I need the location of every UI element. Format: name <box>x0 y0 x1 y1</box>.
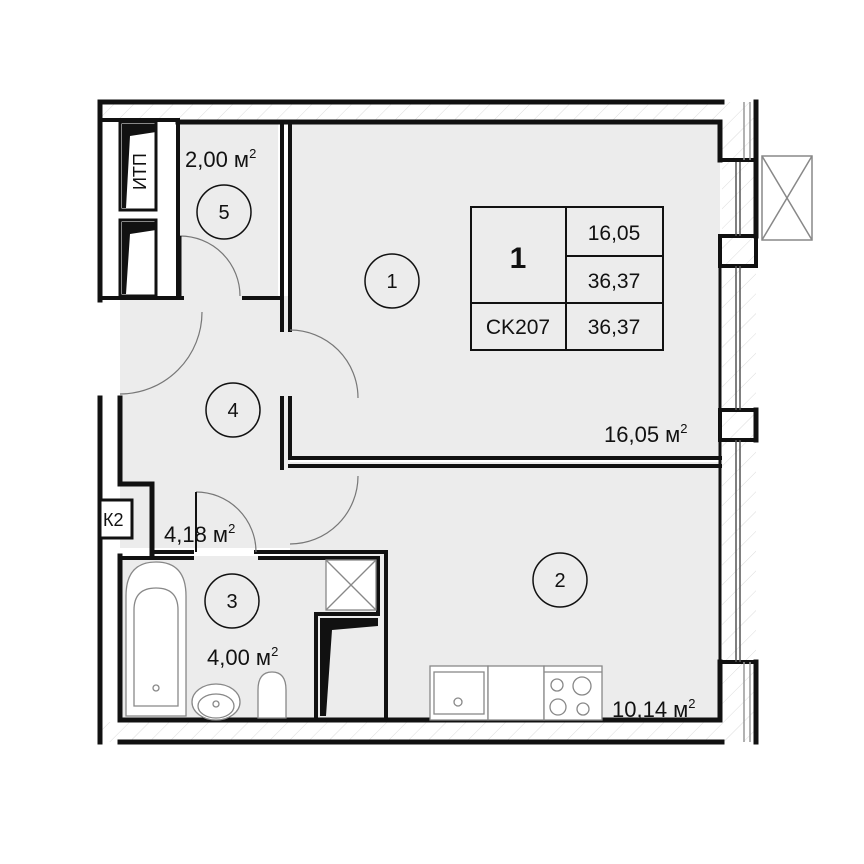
door-room-5 <box>179 235 241 297</box>
room-markers <box>196 184 588 629</box>
room-2-number: 2 <box>554 570 565 592</box>
kitchen-counter <box>487 665 545 721</box>
door-entrance <box>119 311 203 395</box>
room-3-number: 3 <box>226 591 237 613</box>
total-area-value-2: 36,37 <box>588 316 641 339</box>
room-1-area: 16,05 м2 <box>604 421 688 447</box>
ac-unit-icon <box>761 155 813 241</box>
itp-label: ИТП <box>130 153 150 190</box>
ventilation-shaft-icon <box>325 559 377 611</box>
apartment-code: CK207 <box>486 316 550 339</box>
total-area-value: 36,37 <box>588 270 641 293</box>
living-area-value: 16,05 <box>588 222 641 245</box>
exterior-wall-hatch <box>100 102 756 742</box>
room-1-number: 1 <box>386 271 397 293</box>
door-room-1 <box>289 329 359 399</box>
riser-k2-label: К2 <box>103 510 124 530</box>
stove-icon <box>543 665 603 721</box>
room-2-area: 10,14 м2 <box>612 696 696 722</box>
riser-k2: К2 <box>98 498 134 540</box>
bathtub-icon <box>125 561 187 717</box>
room-5-number: 5 <box>218 202 229 224</box>
room-5-area: 2,00 м2 <box>185 146 256 172</box>
rooms-count: 1 <box>510 242 527 275</box>
sink-icon <box>191 683 241 721</box>
kitchen-sink-icon <box>429 665 489 721</box>
room-4-number: 4 <box>227 400 238 422</box>
itp-shafts <box>122 124 378 716</box>
walls <box>97 99 759 745</box>
door-room-3 <box>195 491 257 553</box>
room-3-area: 4,00 м2 <box>207 644 278 670</box>
toilet-icon <box>257 671 287 719</box>
room-4-floor <box>120 296 290 548</box>
doors <box>119 235 359 553</box>
room-5-floor <box>178 122 278 296</box>
room-4-area: 4,18 м2 <box>164 521 235 547</box>
door-room-2 <box>289 475 359 545</box>
apartment-info-table: 1 16,05 36,37 CK207 36,37 <box>470 206 664 351</box>
windows <box>735 102 751 742</box>
